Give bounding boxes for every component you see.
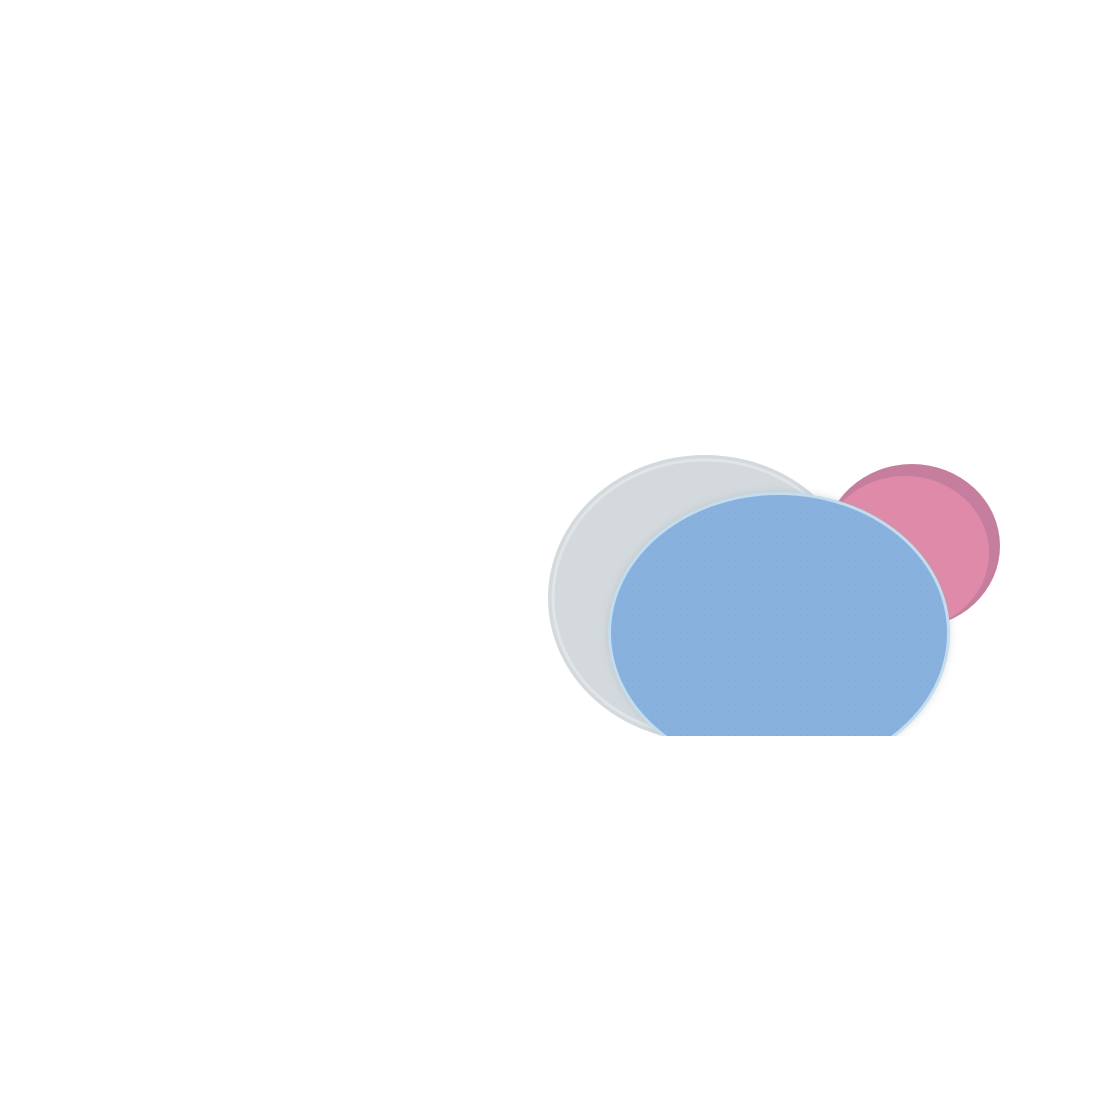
blue-disc-texture: [611, 495, 947, 736]
